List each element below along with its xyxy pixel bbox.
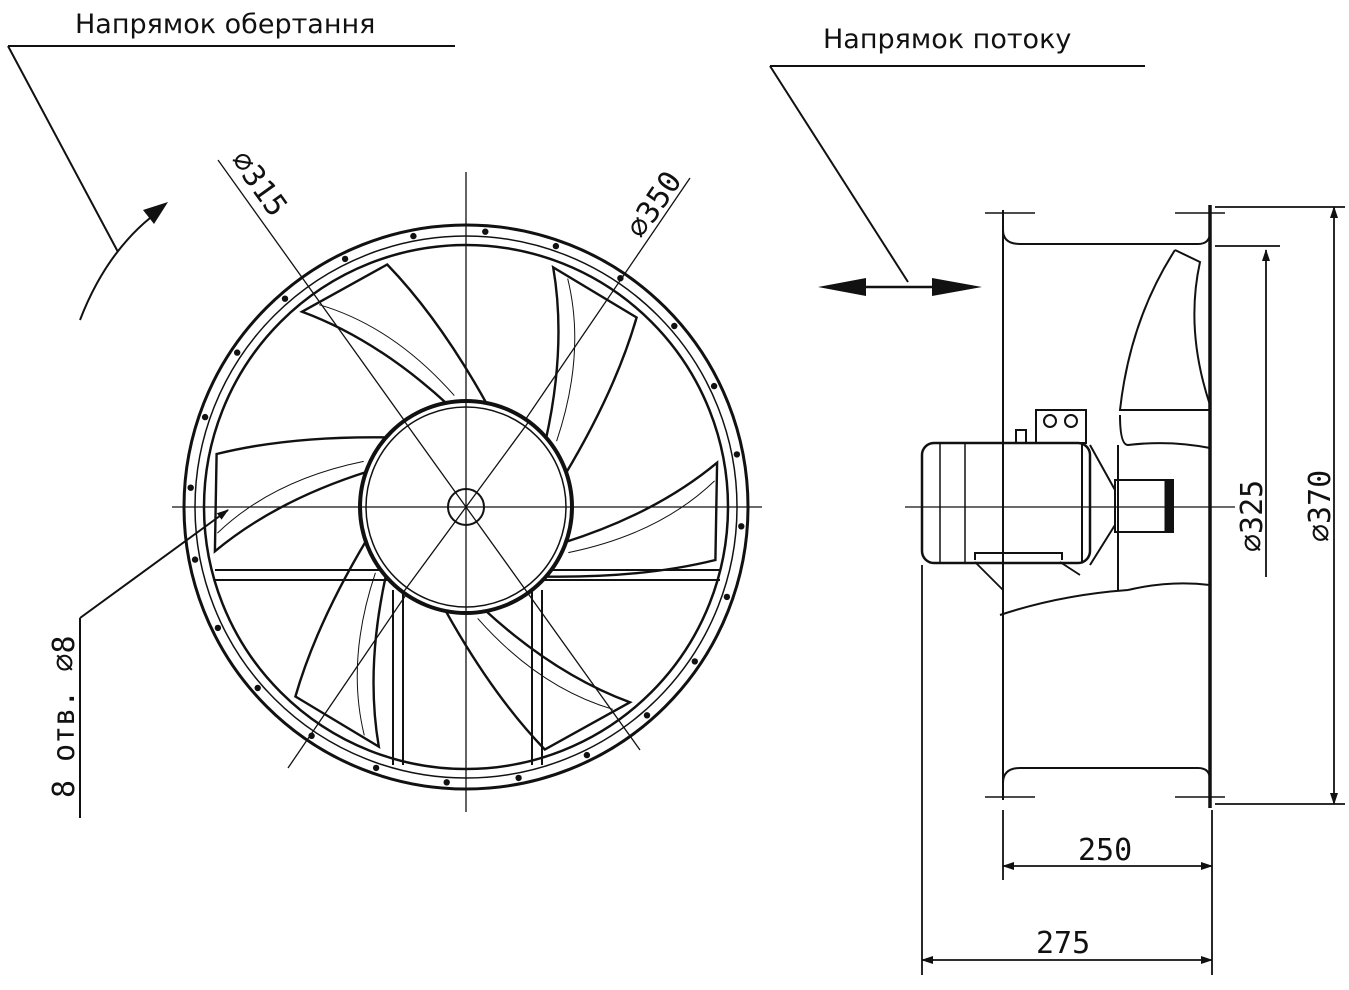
diameter-370-label: ⌀370 xyxy=(1303,470,1338,542)
hub xyxy=(358,399,574,615)
blade-edge xyxy=(318,304,455,396)
diameter-315-label: ⌀315 xyxy=(223,144,294,223)
length-250-label: 250 xyxy=(1078,833,1132,868)
bolt-hole xyxy=(515,774,522,782)
bolt-hole xyxy=(187,484,194,491)
bolt-hole xyxy=(643,712,651,719)
bolt-hole xyxy=(308,732,315,739)
bolt-hole xyxy=(671,322,678,330)
bolt-hole xyxy=(443,779,450,786)
bolt-hole xyxy=(482,228,489,235)
blade xyxy=(443,608,633,751)
flange-bolt-holes xyxy=(187,228,745,786)
flow-leader xyxy=(769,65,1145,296)
holes-leader xyxy=(79,509,229,818)
diameter-325-label: ⌀325 xyxy=(1235,480,1270,552)
bolt-hole xyxy=(738,523,745,530)
blade-profile xyxy=(999,249,1211,616)
blade-edge xyxy=(556,278,576,442)
front-view: Напрямок обертання xyxy=(7,9,762,818)
housing xyxy=(905,205,1235,808)
blade-edge xyxy=(356,572,376,736)
terminal-box xyxy=(1035,409,1087,444)
bolt-hole xyxy=(691,658,698,665)
bolt-hole xyxy=(341,255,349,263)
flow-direction-label: Напрямок потоку xyxy=(823,24,1071,55)
flow-arrow-right-icon xyxy=(932,278,982,296)
vertical-dimensions xyxy=(1215,206,1345,805)
impeller-blades xyxy=(213,263,719,751)
terminal-screw-icon xyxy=(1064,414,1078,428)
bolt-hole xyxy=(733,451,741,458)
blade-edge xyxy=(477,618,614,710)
blade-edge xyxy=(568,480,715,554)
bolt-hole xyxy=(710,382,718,390)
rotation-direction-label: Напрямок обертання xyxy=(75,9,375,40)
length-275-label: 275 xyxy=(1036,926,1090,961)
bolt-hole xyxy=(214,624,222,632)
bolt-hole xyxy=(201,413,209,421)
bolt-hole xyxy=(723,593,731,601)
bolt-hole xyxy=(372,764,380,772)
bolt-hole xyxy=(617,275,624,282)
bolt-hole xyxy=(191,556,199,563)
side-view: Напрямок потоку xyxy=(769,24,1345,975)
rotation-arrow-icon xyxy=(143,202,168,224)
diameter-350-label: ⌀350 xyxy=(620,165,690,244)
bolt-hole xyxy=(583,751,591,759)
flange-rings xyxy=(182,223,750,791)
bolt-hole xyxy=(254,684,261,692)
holes-note: 8 отв. ⌀8 xyxy=(47,635,82,798)
blade xyxy=(213,436,389,554)
terminal-screw-icon xyxy=(1043,414,1057,428)
blade xyxy=(293,538,388,749)
bolt-hole xyxy=(281,295,289,302)
bolt-hole xyxy=(410,232,417,240)
blade-edge xyxy=(217,460,364,534)
blade xyxy=(543,460,719,578)
rotation-leader xyxy=(7,45,455,321)
bolt-hole xyxy=(234,349,241,356)
blade xyxy=(544,265,639,476)
horizontal-dimensions xyxy=(921,565,1213,975)
flow-arrow-left-icon xyxy=(818,278,866,296)
blade xyxy=(299,263,489,406)
motor xyxy=(920,409,1174,591)
bolt-hole xyxy=(552,242,560,250)
